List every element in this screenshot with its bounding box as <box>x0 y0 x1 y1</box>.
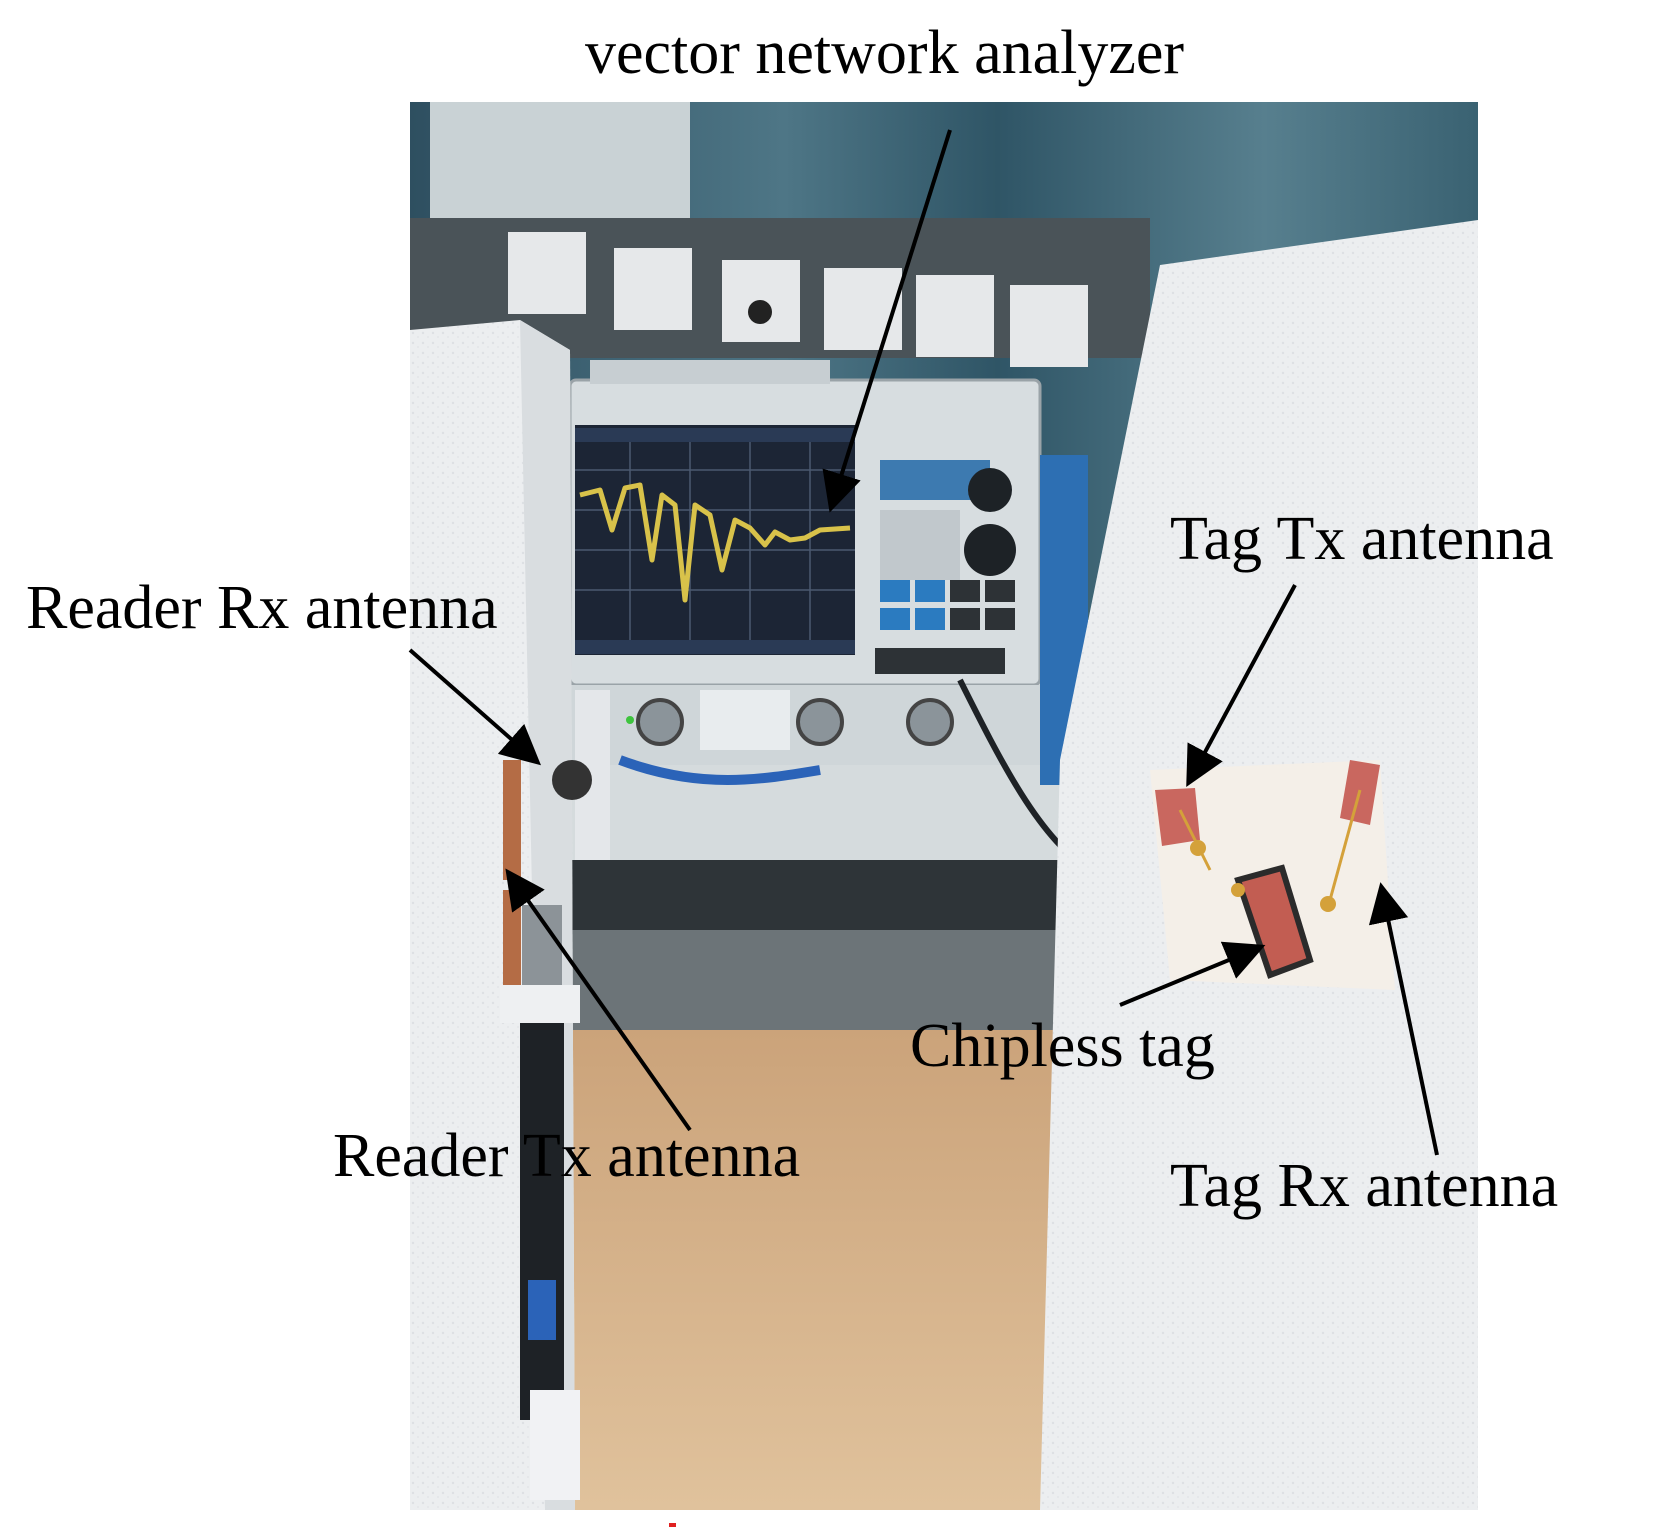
arrow-icon <box>1368 882 1439 1156</box>
reader-rx-antenna-label: Reader Rx antenna <box>26 574 498 642</box>
chipless-tag-label: Chipless tag <box>910 1012 1215 1080</box>
photo <box>410 102 1478 1510</box>
annotation-arrows <box>408 129 1439 1156</box>
arrow-icon <box>822 129 952 513</box>
vna-label: vector network analyzer <box>585 19 1185 87</box>
arrow-icon <box>408 648 542 766</box>
s21-trace <box>579 482 851 603</box>
tag-foam-board <box>1040 220 1478 1510</box>
vna-keypad <box>875 460 1016 674</box>
tag-tx-antenna-element <box>1155 788 1200 846</box>
reader-rx-antenna-element <box>503 760 521 880</box>
arrow-icon <box>1119 941 1266 1007</box>
power-outlets <box>508 232 1088 367</box>
reader-foam-board <box>410 320 610 1510</box>
tag-rx-antenna-label: Tag Rx antenna <box>1170 1152 1559 1220</box>
reader-tx-antenna-element <box>503 890 521 1000</box>
arrow-icon <box>505 868 692 1132</box>
blue-cable <box>618 755 821 785</box>
arrow-icon <box>1186 584 1297 788</box>
reader-tx-antenna-label: Reader Tx antenna <box>333 1122 801 1190</box>
tag-tx-antenna-label: Tag Tx antenna <box>1170 505 1554 573</box>
vector-network-analyzer <box>568 360 1042 765</box>
